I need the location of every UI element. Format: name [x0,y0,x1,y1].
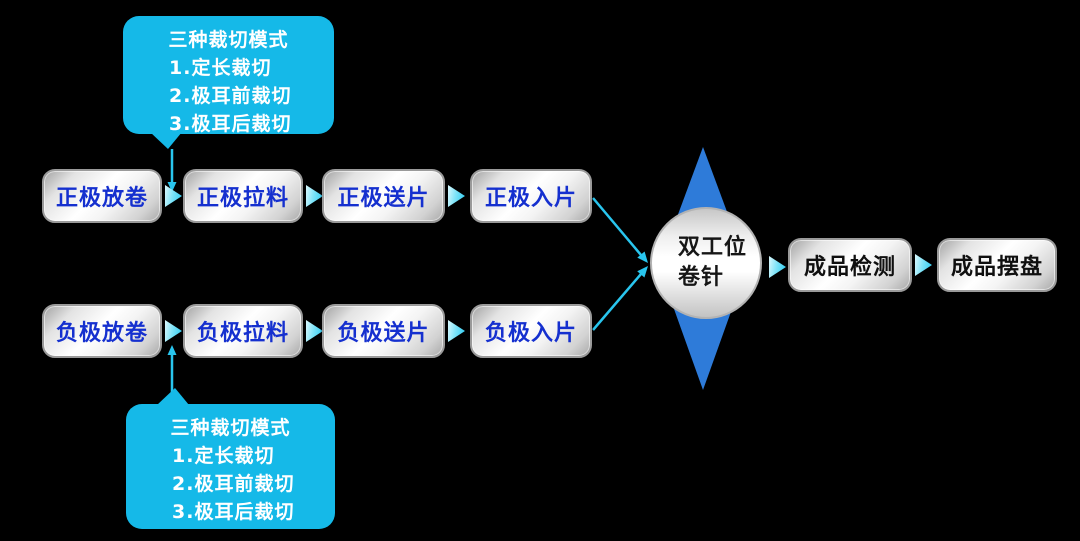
arrow-right-icon [915,254,932,276]
positive-feeding-box: 正极送片 [322,169,445,223]
product-inspection-box: 成品检测 [788,238,912,292]
arrow-right-icon [165,320,182,342]
callout-title: 三种裁切模式 [168,29,289,51]
product-tray-box: 成品摆盘 [937,238,1057,292]
winder-label-line1: 双工位 [678,235,748,260]
winder-label-line2: 卷针 [678,265,725,290]
callout-title: 三种裁切模式 [170,417,291,439]
negative-feeding-box: 负极送片 [322,304,445,358]
positive-insert-box: 正极入片 [470,169,592,223]
arrow-right-icon [769,256,786,278]
callout-bottom-tail [157,388,189,405]
callout-item: 2.极耳前裁切 [172,473,295,495]
arrow-right-icon [306,185,323,207]
negative-to-winder-line [592,273,642,331]
callout-item: 3.极耳后裁切 [169,113,292,135]
callout-item: 3.极耳后裁切 [172,501,295,523]
negative-unwinding-box: 负极放卷 [42,304,162,358]
negative-pulling-box: 负极拉料 [183,304,303,358]
negative-insert-box: 负极入片 [470,304,592,358]
positive-pulling-box: 正极拉料 [183,169,303,223]
callout-item: 2.极耳前裁切 [169,85,292,107]
arrow-up-icon [167,345,177,355]
arrow-right-up-icon [637,266,648,278]
arrow-right-icon [165,185,182,207]
arrow-right-down-icon [637,251,648,263]
cutting-modes-callout-bottom: 三种裁切模式 1.定长裁切 2.极耳前裁切 3.极耳后裁切 [126,404,335,529]
dual-station-winder-node: 双工位 卷针 [650,207,762,319]
callout-item: 1.定长裁切 [169,57,272,79]
positive-to-winder-line [592,197,642,256]
callout-top-tail [150,132,182,149]
cutting-modes-callout-top: 三种裁切模式 1.定长裁切 2.极耳前裁切 3.极耳后裁切 [123,16,334,135]
arrow-right-icon [448,185,465,207]
arrow-right-icon [448,320,465,342]
callout-item: 1.定长裁切 [172,445,275,467]
arrow-right-icon [306,320,323,342]
positive-unwinding-box: 正极放卷 [42,169,162,223]
